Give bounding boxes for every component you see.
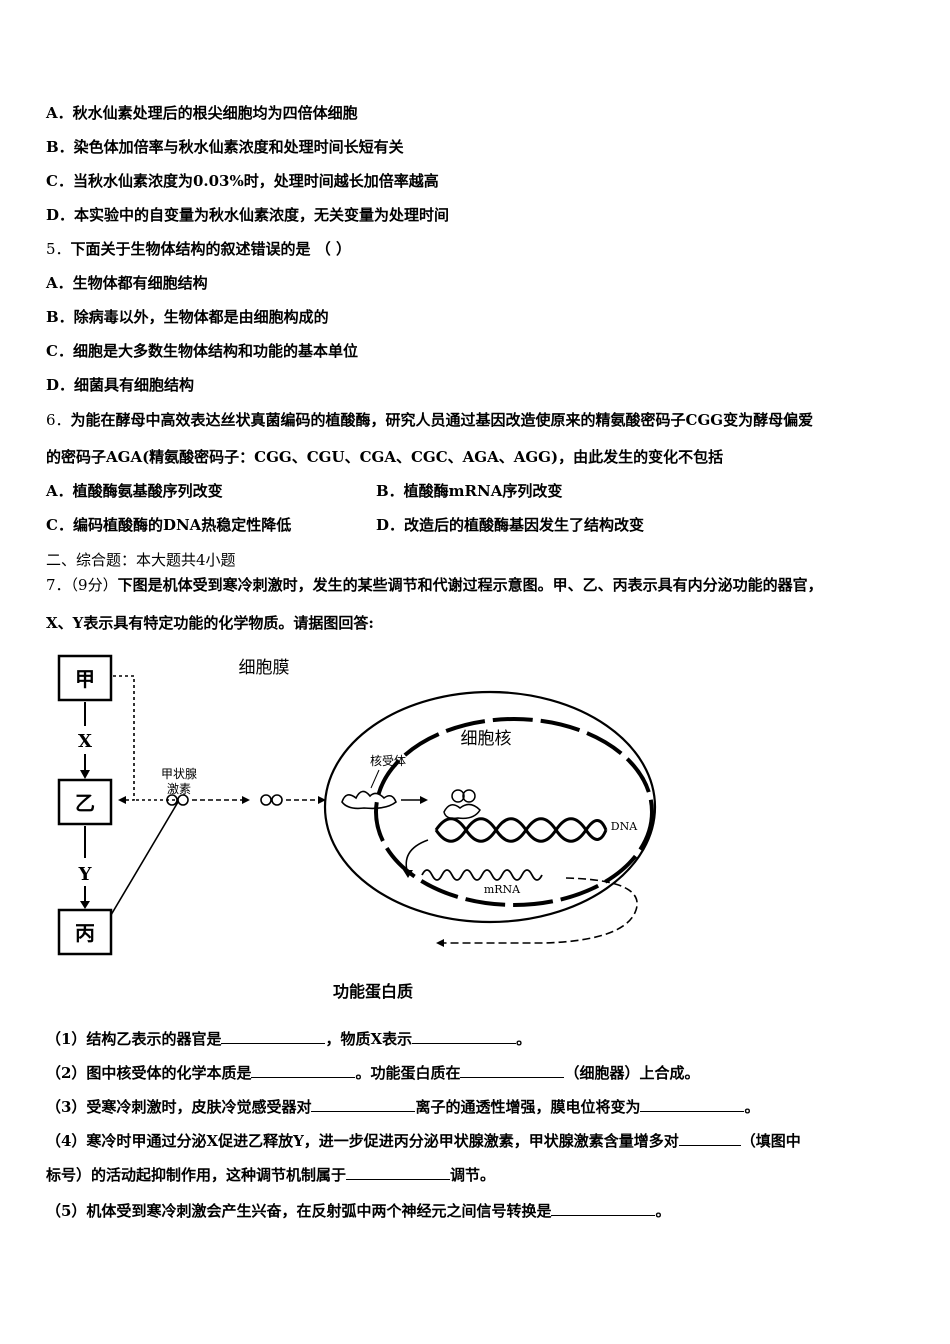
q7-sub4-text-d: 调节。 [450, 1166, 496, 1184]
q7-sub3-text-b: 离子的通透性增强，膜电位将变为 [415, 1098, 641, 1116]
q7-sub5-text-b: 。 [655, 1202, 671, 1220]
q4-option-b: B．染色体加倍率与秋水仙素浓度和处理时间长短有关 [46, 138, 404, 156]
q7-sub5-text-a: （5）机体受到寒冷刺激会产生兴奋，在反射弧中两个神经元之间信号转换是 [46, 1202, 552, 1220]
regulation-diagram: 甲 乙 丙 X Y 甲状腺 激素 细胞膜 细胞核 核受体 DNA [57, 654, 657, 1001]
q5-option-b: B．除病毒以外，生物体都是由细胞构成的 [46, 308, 329, 326]
box-yi-label: 乙 [75, 791, 95, 815]
box-bing-label: 丙 [75, 921, 95, 945]
label-thyroid-hormone-1: 甲状腺 [161, 767, 197, 781]
translation-dashed-path [444, 877, 638, 944]
q7-number: 7． [46, 576, 71, 594]
q6-option-b: B．植酸酶mRNA序列改变 [376, 482, 563, 500]
label-x: X [78, 731, 92, 752]
q6-stem-line1: 6．为能在酵母中高效表达丝状真菌编码的植酸酶，研究人员通过基因改造使原来的精氨酸… [46, 410, 813, 430]
label-thyroid-hormone-2: 激素 [167, 782, 191, 796]
bing-to-hormone-line [110, 801, 179, 916]
receptor-arrowhead [420, 796, 428, 804]
q7-sub3-blank2[interactable] [640, 1097, 745, 1112]
q7-sub4-text-c: 标号）的活动起抑制作用，这种调节机制属于 [46, 1166, 347, 1184]
hormone-circle-3 [260, 794, 272, 806]
q7-sub3-text-a: （3）受寒冷刺激时，皮肤冷觉感受器对 [46, 1098, 312, 1116]
q7-sub5-blank1[interactable] [551, 1201, 656, 1216]
q7-sub3: （3）受寒冷刺激时，皮肤冷觉感受器对 离子的通透性增强，膜电位将变为 。 [46, 1097, 759, 1117]
q7-sub2-text-a: （2）图中核受体的化学本质是 [46, 1064, 252, 1082]
label-nucleus: 细胞核 [461, 729, 512, 749]
complex-circle-1 [451, 789, 465, 803]
q6-stem-text1: 为能在酵母中高效表达丝状真菌编码的植酸酶，研究人员通过基因改造使原来的精氨酸密码… [70, 411, 814, 429]
q7-sub1-blank1[interactable] [221, 1029, 326, 1044]
q4-option-d: D．本实验中的自变量为秋水仙素浓度，无关变量为处理时间 [46, 206, 450, 224]
box-bing [57, 908, 113, 956]
q7-sub4-line1: （4）寒冷时甲通过分泌X促进乙释放Y，进一步促进丙分泌甲状腺激素，甲状腺激素含量… [46, 1131, 801, 1151]
q5-number: 5． [46, 240, 71, 258]
q4-option-c: C．当秋水仙素浓度为0.03%时，处理时间越长加倍率越高 [46, 172, 439, 190]
hormone-circle-4 [271, 794, 283, 806]
nuclear-envelope [374, 717, 654, 907]
label-mrna: mRNA [484, 883, 521, 896]
q4-option-a: A．秋水仙素处理后的根尖细胞均为四倍体细胞 [46, 104, 358, 122]
q7-score: （9分） [70, 576, 118, 594]
q6-option-d: D．改造后的植酸酶基因发生了结构改变 [376, 516, 645, 534]
mrna-strand [421, 869, 543, 881]
q7-sub2-text-c: （细胞器）上合成。 [564, 1064, 700, 1082]
q5-stem: 5．下面关于生物体结构的叙述错误的是 （ ） [46, 239, 351, 259]
q7-sub2: （2）图中核受体的化学本质是 。功能蛋白质在 （细胞器）上合成。 [46, 1063, 699, 1083]
arrowhead-y-bing [80, 901, 90, 909]
q6-number: 6． [46, 411, 71, 429]
box-jia-label: 甲 [75, 667, 95, 691]
nuclear-receptor-shape [341, 790, 397, 810]
label-cell-membrane: 细胞膜 [239, 658, 290, 678]
q6-option-c: C．编码植酸酶的DNA热稳定性降低 [46, 516, 292, 534]
q7-sub2-blank2[interactable] [460, 1063, 565, 1078]
q5-option-d: D．细菌具有细胞结构 [46, 376, 195, 394]
q6-stem-line2: 的密码子AGA(精氨酸密码子：CGG、CGU、CGA、CGC、AGA、AGG)，… [46, 448, 724, 466]
q5-option-a: A．生物体都有细胞结构 [46, 274, 208, 292]
transcription-arrow [405, 839, 429, 875]
label-y: Y [78, 864, 93, 885]
label-nuclear-receptor: 核受体 [370, 754, 406, 768]
q7-stem-text1: 下图是机体受到寒冷刺激时，发生的某些调节和代谢过程示意图。甲、乙、丙表示具有内分… [117, 576, 823, 594]
q7-sub2-blank1[interactable] [251, 1063, 356, 1078]
label-dna: DNA [611, 820, 638, 833]
hormone-circle-2 [177, 794, 189, 806]
q7-sub4-line2: 标号）的活动起抑制作用，这种调节机制属于 调节。 [46, 1165, 495, 1185]
hormone-circle-1 [166, 794, 178, 806]
q7-stem-line1: 7．（9分）下图是机体受到寒冷刺激时，发生的某些调节和代谢过程示意图。甲、乙、丙… [46, 575, 823, 595]
q5-option-c: C．细胞是大多数生物体结构和功能的基本单位 [46, 342, 358, 360]
q7-sub4-text-a: （4）寒冷时甲通过分泌X促进乙释放Y，进一步促进丙分泌甲状腺激素，甲状腺激素含量… [46, 1132, 679, 1150]
nuclear-envelope-inner [381, 723, 647, 901]
q7-sub1-text-a: （1）结构乙表示的器官是 [46, 1030, 222, 1048]
q7-sub3-blank1[interactable] [311, 1097, 416, 1112]
translation-arrowhead [436, 939, 444, 947]
q7-sub1-text-c: 。 [516, 1030, 532, 1048]
feedback-arrowhead-jia [118, 796, 126, 804]
box-yi [57, 778, 113, 826]
q7-sub4-blank2[interactable] [346, 1165, 451, 1180]
transcription-arrowhead [403, 870, 413, 878]
cell-ellipse [323, 690, 657, 924]
q7-sub3-text-c: 。 [744, 1098, 760, 1116]
arrowhead-x-yi [80, 770, 90, 779]
complex-receptor [443, 803, 481, 820]
hormone-arrowhead-1 [242, 796, 250, 804]
label-functional-protein: 功能蛋白质 [333, 982, 413, 1001]
q7-sub1: （1）结构乙表示的器官是 ，物质X表示 。 [46, 1029, 531, 1049]
hormone-arrowhead-2 [318, 796, 326, 804]
q5-stem-text: 下面关于生物体结构的叙述错误的是 （ ） [70, 240, 351, 258]
q7-sub2-text-b: 。功能蛋白质在 [355, 1064, 461, 1082]
section2-title: 二、综合题：本大题共4小题 [46, 551, 236, 569]
q7-stem-line2: X、Y表示具有特定功能的化学物质。请据图回答: [46, 614, 374, 632]
box-jia [57, 654, 113, 702]
q7-sub5: （5）机体受到寒冷刺激会产生兴奋，在反射弧中两个神经元之间信号转换是 。 [46, 1201, 670, 1221]
q6-option-a: A．植酸酶氨基酸序列改变 [46, 482, 223, 500]
complex-circle-2 [462, 789, 476, 803]
q7-sub1-blank2[interactable] [412, 1029, 517, 1044]
dna-strand-2 [434, 817, 608, 843]
q7-sub4-blank1[interactable] [678, 1131, 741, 1146]
q7-sub4-text-b: （填图中 [740, 1132, 801, 1150]
q7-sub1-text-b: ，物质X表示 [325, 1030, 413, 1048]
receptor-pointer [370, 769, 380, 789]
feedback-dotted-line [113, 675, 135, 801]
